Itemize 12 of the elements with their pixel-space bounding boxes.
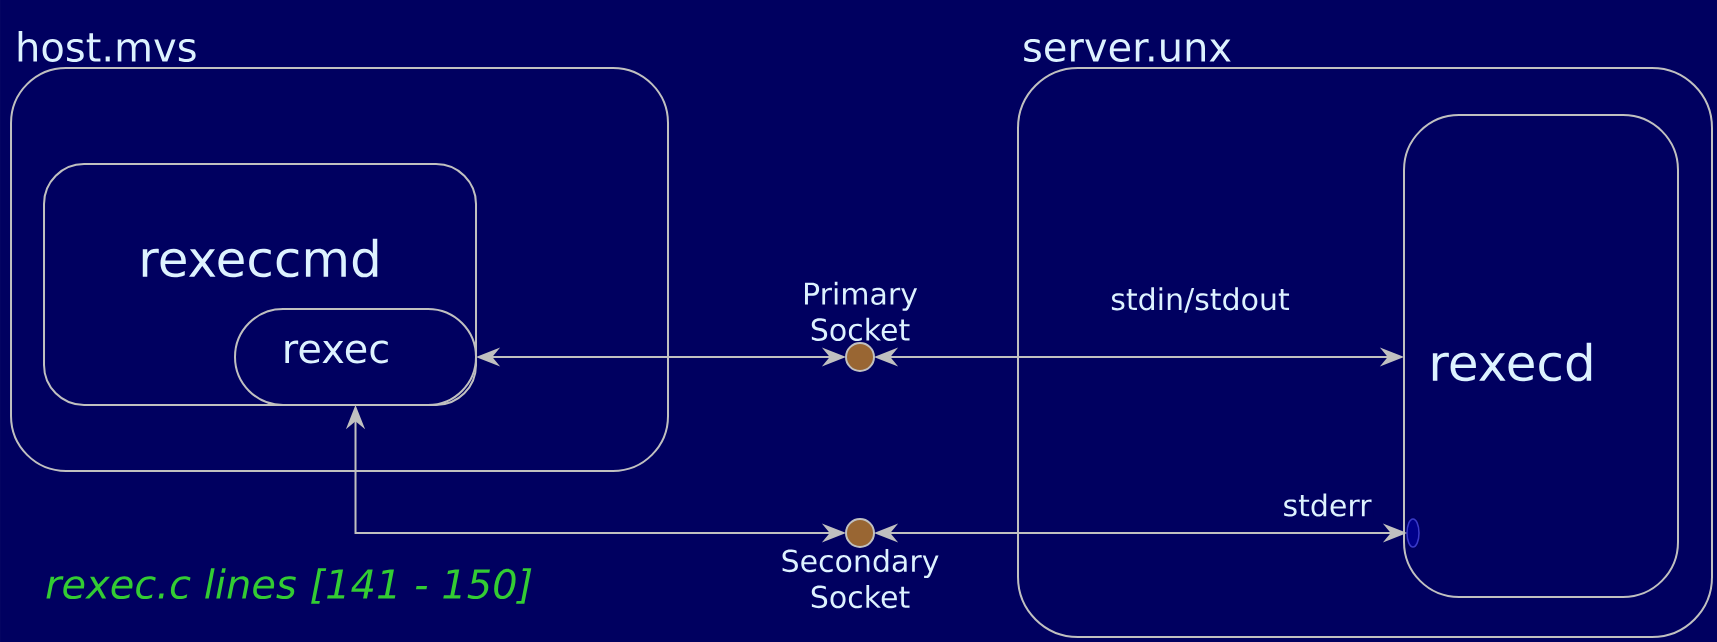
socket-label: Primary Socket	[805, 281, 918, 341]
socket-circle	[845, 518, 875, 548]
edge-label: stdin/stdout	[1111, 287, 1290, 313]
node-label: host.mvs	[18, 31, 196, 62]
edge-label: stderr	[1284, 493, 1372, 517]
node-label: server.unx	[1024, 39, 1231, 62]
socket-label: Secondary Socket	[782, 549, 939, 609]
socket-circle	[845, 342, 875, 372]
process-box: rexecd	[1403, 114, 1679, 598]
note: rexec.c lines [141 - 150]	[46, 568, 532, 604]
process-box: rexec	[234, 308, 477, 406]
port-oval	[1406, 518, 1420, 548]
